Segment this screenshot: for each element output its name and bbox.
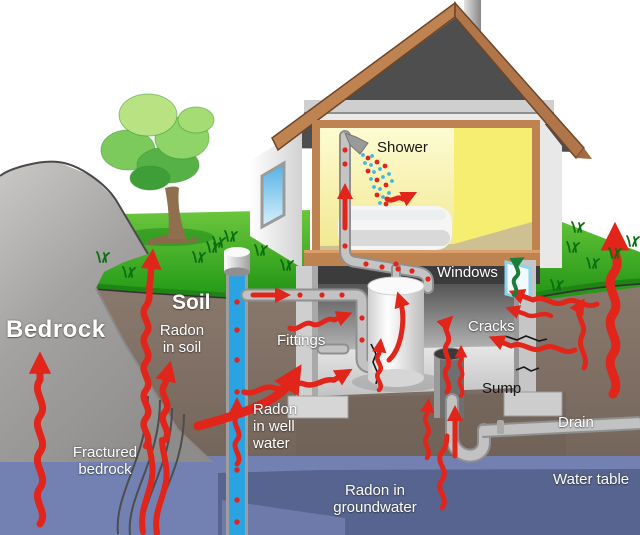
well-water-column bbox=[229, 270, 245, 535]
groundwater-wedge bbox=[222, 500, 345, 535]
radon-arrow-well-water bbox=[228, 396, 245, 467]
water-tank bbox=[367, 276, 425, 387]
lawn-left-edge bbox=[81, 282, 229, 298]
radon-arrow-basement-right bbox=[505, 305, 554, 319]
footing-left bbox=[287, 395, 349, 419]
radon-arrow-soil-to-lawn bbox=[140, 248, 162, 450]
upper-wall-strip bbox=[310, 114, 546, 124]
radon-flow-arrows bbox=[28, 182, 630, 535]
radon-arrow-right-soil bbox=[569, 298, 588, 371]
radon-arrow-ground-to-window bbox=[508, 288, 600, 308]
bedrock-outline bbox=[0, 160, 149, 255]
bedrock-soil-boundary bbox=[95, 287, 209, 459]
label-drain: Drain bbox=[558, 414, 594, 431]
drain-trap bbox=[447, 395, 489, 461]
label-bedrock: Bedrock bbox=[6, 316, 106, 343]
foundation-right-shade bbox=[514, 260, 519, 394]
sump-pit-highlight bbox=[434, 354, 440, 418]
drain-pipe-joint bbox=[497, 420, 504, 434]
tree-canopy bbox=[100, 93, 215, 191]
attic-floor bbox=[304, 100, 554, 114]
radon-arrow-sump-2 bbox=[454, 344, 468, 398]
right-exterior-wall bbox=[540, 118, 562, 268]
radon-arrow-inside-tank bbox=[386, 291, 410, 363]
bedrock-region bbox=[0, 162, 214, 462]
radon-line-fracture-2 bbox=[153, 437, 170, 535]
label-cracks: Cracks bbox=[468, 318, 515, 335]
well-cap-body bbox=[224, 252, 250, 272]
label-radon-in-soil: Radon in soil bbox=[159, 322, 205, 356]
ground-line-right bbox=[533, 283, 640, 299]
radon-arrow-shower bbox=[384, 191, 418, 207]
label-shower: Shower bbox=[377, 139, 428, 156]
radon-arrow-fittings-upper bbox=[287, 311, 353, 332]
radon-particle-dots bbox=[234, 147, 431, 525]
bathtub bbox=[338, 206, 452, 250]
gable-window bbox=[260, 160, 286, 230]
attic-floor-edge bbox=[304, 112, 554, 115]
shower-spray-water-dots bbox=[361, 153, 394, 205]
radon-line-groundwater bbox=[437, 433, 450, 511]
well-cap-base bbox=[224, 267, 250, 277]
lawn-right-edge bbox=[533, 278, 640, 298]
pipe-well-to-tank bbox=[242, 290, 389, 372]
radon-arrow-floor-crack bbox=[372, 337, 387, 393]
label-radon-in-groundwater: Radon in groundwater bbox=[333, 482, 417, 516]
radon-arrow-sump-1 bbox=[436, 315, 454, 395]
radon-arrow-right-to-air bbox=[600, 221, 630, 399]
label-radon-in-well-water: Radon in well water bbox=[253, 401, 298, 452]
label-fractured-bedrock: Fractured bedrock bbox=[72, 444, 138, 478]
room-right-wall bbox=[454, 128, 532, 250]
tree-roots bbox=[147, 235, 199, 245]
foundation-left-shade bbox=[312, 266, 318, 398]
footing-right bbox=[503, 391, 563, 417]
label-fittings: Fittings bbox=[277, 332, 326, 349]
shower-head bbox=[344, 132, 369, 155]
window-vent-arrow bbox=[509, 257, 525, 297]
radon-arrow-bedrock bbox=[28, 351, 52, 528]
radon-arrow-to-basement bbox=[193, 364, 302, 431]
house-floor-highlight bbox=[304, 250, 540, 253]
tree-trunk bbox=[165, 186, 186, 239]
radon-arrow-soil bbox=[155, 360, 176, 444]
crack-line-wall bbox=[504, 335, 548, 342]
radon-arrow-under-floor bbox=[420, 397, 435, 461]
ground-line-left bbox=[81, 287, 229, 299]
soil-shadow-under-house bbox=[296, 392, 566, 470]
drain-pipe bbox=[481, 418, 640, 436]
label-soil: Soil bbox=[172, 291, 211, 314]
label-water-table: Water table bbox=[553, 471, 630, 488]
roof-fascia-end bbox=[576, 148, 592, 159]
room-floor bbox=[320, 222, 532, 252]
well-cap-top bbox=[224, 247, 250, 257]
label-windows: Windows bbox=[437, 264, 498, 281]
radon-arrow-wall-crack bbox=[488, 335, 578, 354]
crack-line-exterior bbox=[515, 366, 540, 372]
label-sump: Sump bbox=[482, 380, 522, 397]
